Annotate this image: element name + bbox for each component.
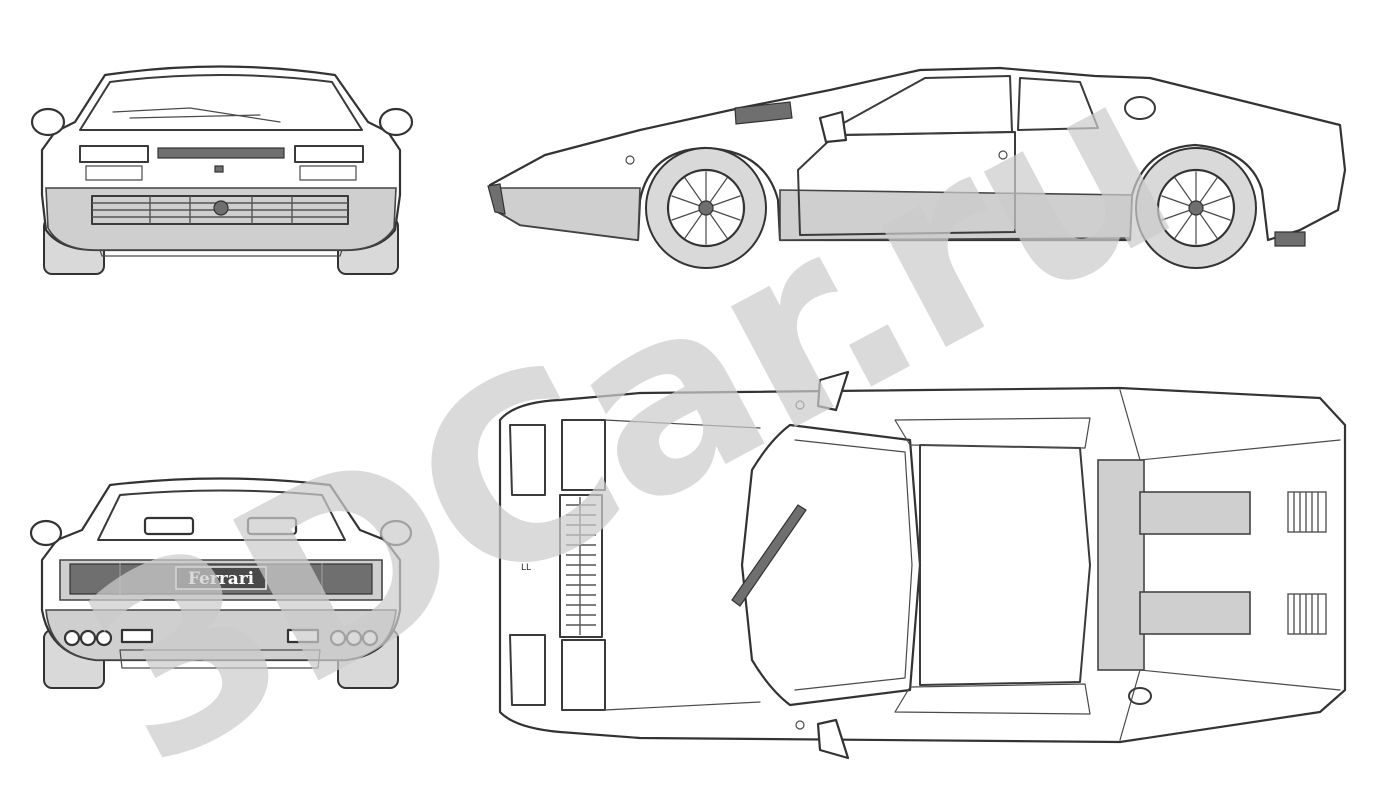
front-right-mirror [378,107,414,137]
rear-view: Ferrari [29,477,413,689]
top-rear-grille [1287,491,1327,635]
rear-seat-left [143,516,195,536]
side-wiper [734,101,793,125]
top-hood-vent [559,494,603,638]
rear-left-lamp [120,628,154,644]
side-exhaust [1274,231,1306,247]
rear-seat-right [246,516,298,536]
side-lower-panel [494,187,641,241]
side-front-wheel [645,147,767,269]
front-badge [214,165,224,173]
top-nose-badge: LL [521,563,531,573]
top-engine-louver [1097,459,1145,671]
side-fuel-cap [1124,96,1156,120]
rear-left-mirror [29,519,63,547]
front-left-mirror [30,107,66,137]
side-view [487,66,1347,269]
front-view [30,65,414,275]
front-right-headlight [294,145,364,163]
rear-right-mirror [379,519,413,547]
front-windshield [79,74,363,131]
top-engine-vent-right [1139,591,1251,635]
side-door [797,131,1016,236]
rear-right-lamp [286,628,320,644]
rear-underbody [119,649,321,669]
side-front-lamp [487,183,506,215]
front-nose-vent [157,147,285,159]
front-wiper [112,107,281,123]
top-windshield [740,423,922,707]
top-view: LL [498,370,1347,760]
front-left-headlight [79,145,149,163]
rear-exhaust-left [63,629,113,647]
rear-badge-frame [175,566,267,590]
top-left-headlamp-cover [561,419,606,491]
top-left-mirror [816,370,850,412]
side-rear-wheel [1135,147,1257,269]
rear-exhaust-right [329,629,379,647]
front-bumper [45,187,397,251]
top-engine-vent-left [1139,491,1251,535]
top-right-mirror [816,718,850,760]
rear-window [97,489,346,541]
rear-bumper [45,609,397,661]
front-emblem-icon [213,200,229,216]
rear-ferrari-badge: Ferrari [188,569,255,589]
top-fuel-cap [1128,687,1152,705]
top-wiper [731,504,807,607]
side-mirror [818,110,848,144]
side-window-rear [1017,77,1099,131]
